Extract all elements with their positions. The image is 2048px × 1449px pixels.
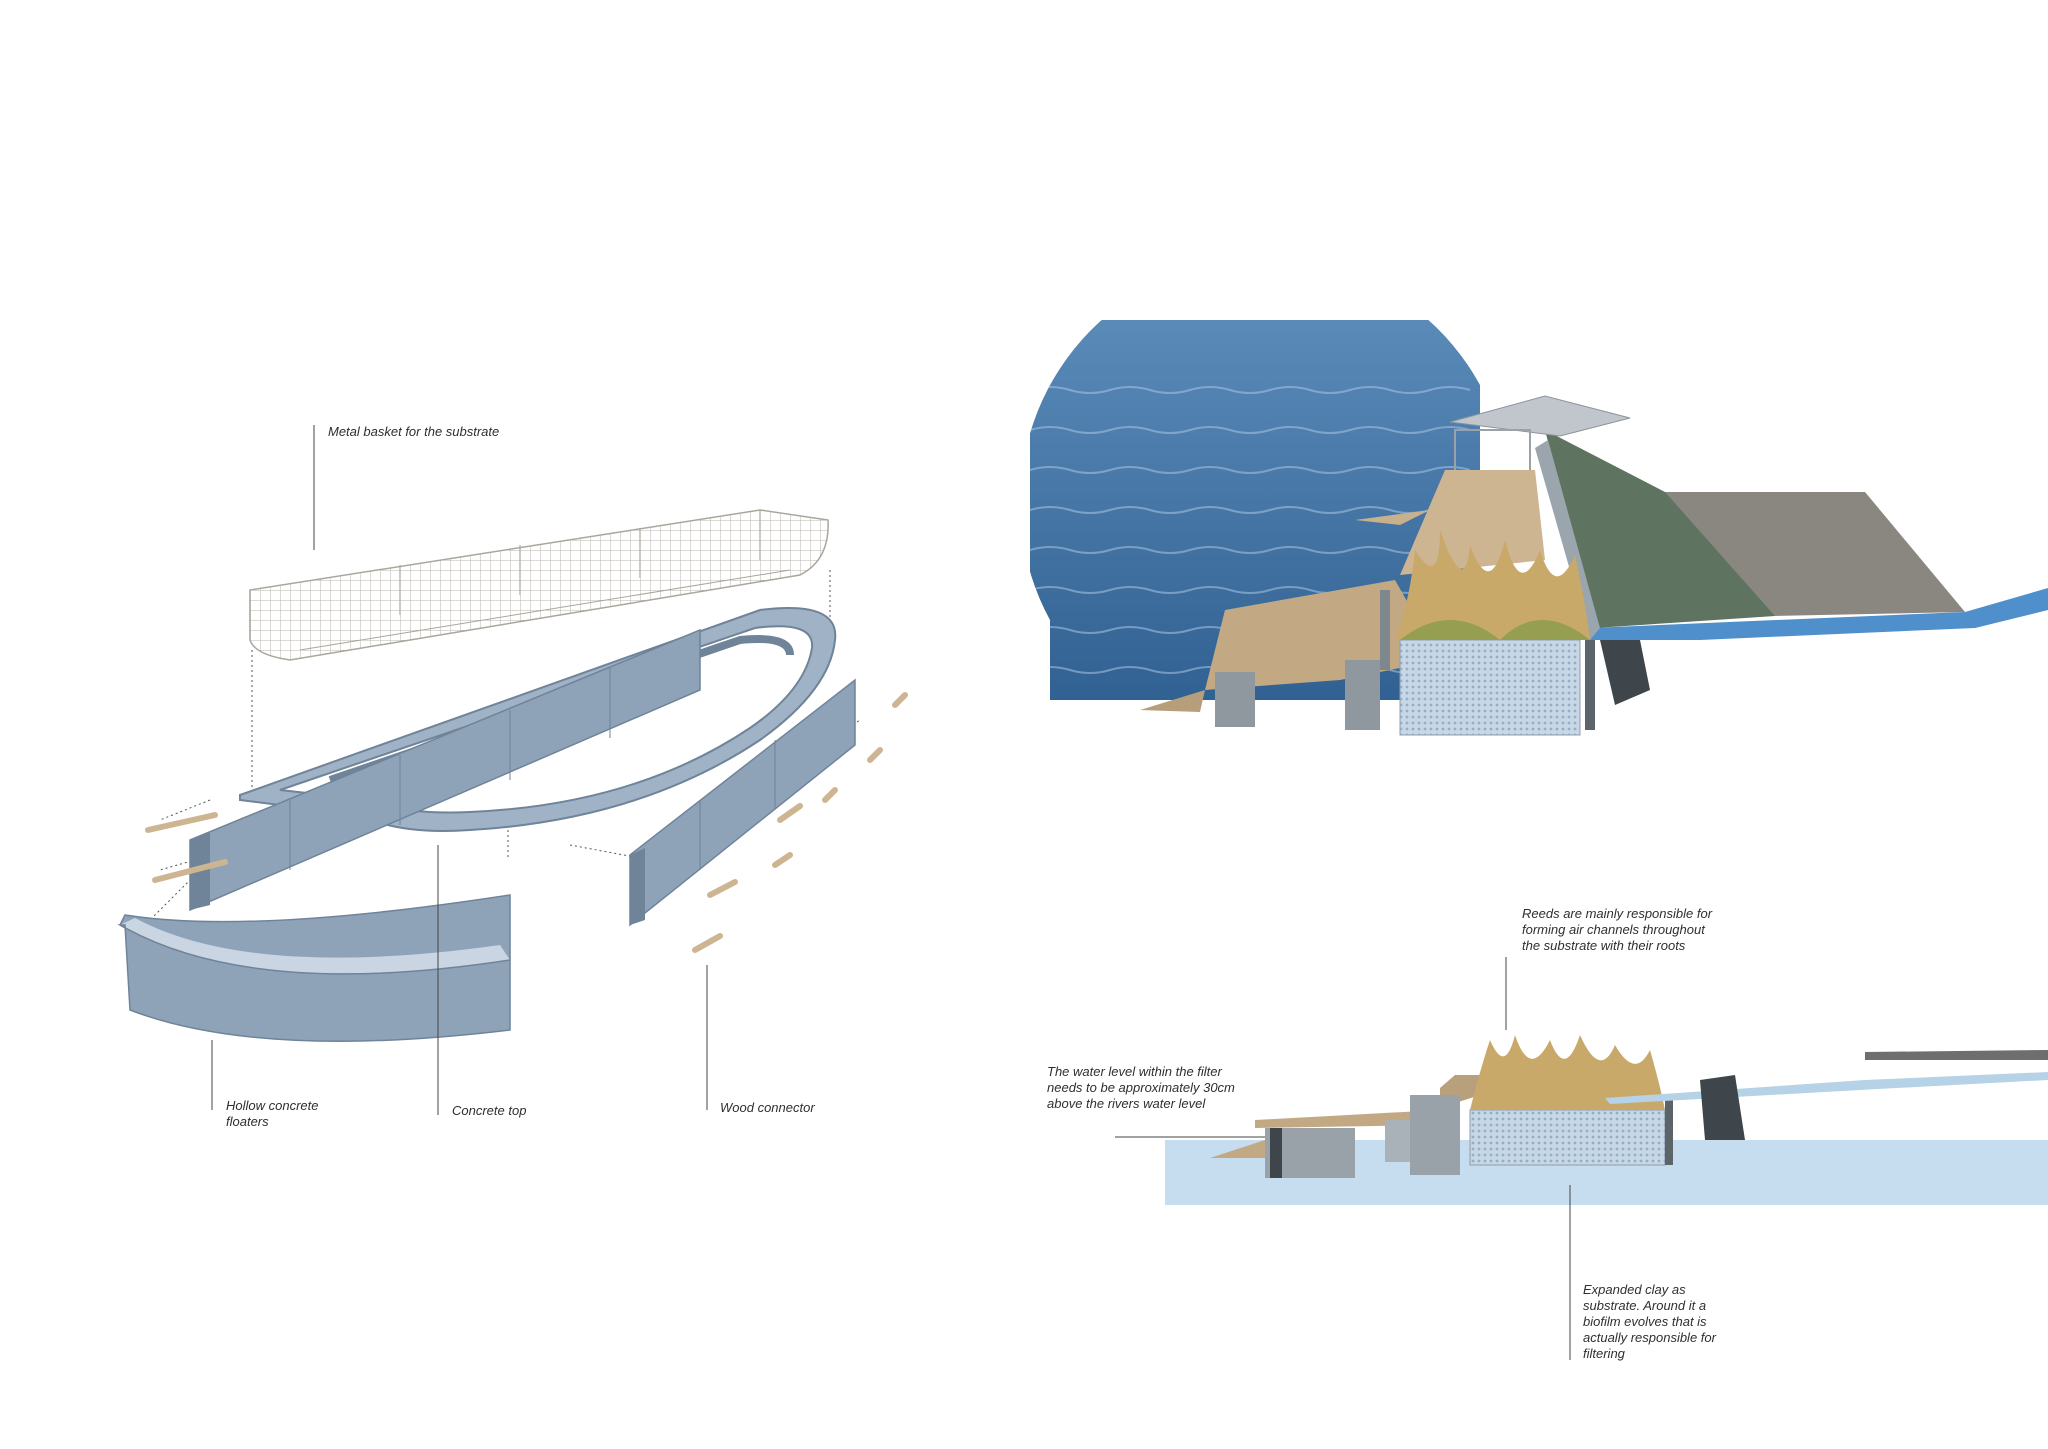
metal-basket: [249, 509, 829, 661]
road-surface: [1660, 492, 1965, 616]
wooden-deck: [1140, 470, 1545, 730]
floater-straight-left: [189, 628, 701, 912]
leader-lines-left: [211, 425, 708, 1115]
label-metal-basket: Metal basket for the substrate: [328, 424, 500, 439]
label-reeds: Reeds are mainly responsible for forming…: [1522, 906, 1713, 953]
section-reed-bed: [1469, 1035, 1673, 1166]
section-diagram: [1115, 957, 2048, 1360]
floater-curved: [117, 894, 511, 1042]
leader-lines-right: [1505, 957, 1571, 1360]
section-deck: [1210, 1075, 1480, 1178]
green-roof: [1545, 430, 1775, 628]
label-wood-connector: Wood connector: [720, 1100, 815, 1115]
label-water-level: The water level within the filter needs …: [1047, 1064, 1235, 1111]
label-concrete-top: Concrete top: [452, 1103, 527, 1118]
pavilion: [1449, 395, 1631, 476]
label-expanded-clay: Expanded clay as substrate. Around it a …: [1583, 1282, 1716, 1361]
exploded-floating-filter: [117, 425, 908, 1115]
blue-channel: [1590, 588, 2048, 640]
concrete-wall: [1535, 440, 1600, 640]
wood-connectors: [145, 692, 908, 953]
label-hollow-concrete-floaters: Hollow concrete floaters: [226, 1098, 319, 1129]
floater-straight-right: [629, 678, 856, 927]
perspective-render: [1029, 320, 2048, 736]
reed-bed: [1395, 530, 1650, 736]
section-roof: [1605, 1050, 2048, 1140]
